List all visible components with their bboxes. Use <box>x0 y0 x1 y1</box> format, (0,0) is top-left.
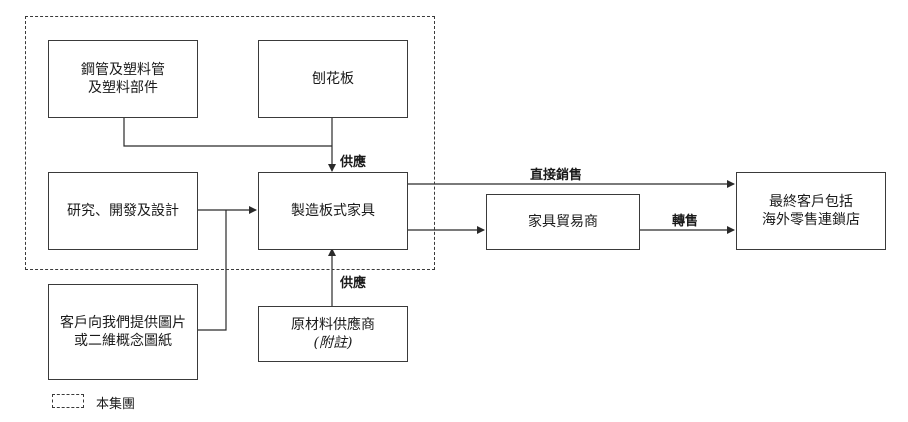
node-particle-board: 刨花板 <box>258 40 408 118</box>
node-supplier-note: (附註) <box>313 335 353 351</box>
edge-label-direct-sales: 直接銷售 <box>530 168 583 183</box>
node-trader-label: 家具貿易商 <box>528 214 598 230</box>
node-rnd-design: 研究、開發及設計 <box>48 172 198 250</box>
edge-label-supply-top: 供應 <box>340 155 367 170</box>
node-customer-line2: 或二維概念圖紙 <box>74 333 172 349</box>
node-rnd-label: 研究、開發及設計 <box>67 203 179 219</box>
node-end-customers-line1: 最終客戶包括 <box>769 194 853 210</box>
node-end-customers-line2: 海外零售連鎖店 <box>762 212 860 228</box>
node-customer-line1: 客戶向我們提供圖片 <box>60 315 186 331</box>
edge-label-supply-bottom: 供應 <box>340 276 367 291</box>
edge-label-resale: 轉售 <box>672 214 699 229</box>
node-steel-line1: 鋼管及塑料管 <box>81 62 165 78</box>
node-particle-board-label: 刨花板 <box>312 71 354 87</box>
node-furniture-trader: 家具貿易商 <box>486 194 640 250</box>
node-customer-drawings: 客戶向我們提供圖片 或二維概念圖紙 <box>48 284 198 380</box>
node-steel-plastic-pipes: 鋼管及塑料管 及塑料部件 <box>48 40 198 118</box>
node-end-customers: 最終客戶包括 海外零售連鎖店 <box>736 172 886 250</box>
legend-label: 本集團 <box>96 397 136 412</box>
legend-dashed-swatch <box>52 394 84 408</box>
connector-steel-to-supply <box>123 118 332 147</box>
node-manufacture-label: 製造板式家具 <box>291 203 375 219</box>
connector-customer-to-rnd-arrow <box>198 210 227 331</box>
node-manufacture-panel-furniture: 製造板式家具 <box>258 172 408 250</box>
node-steel-line2: 及塑料部件 <box>88 80 158 96</box>
node-raw-material-supplier: 原材料供應商 (附註) <box>258 306 408 362</box>
node-supplier-line1: 原材料供應商 <box>291 317 375 333</box>
group-boundary <box>25 16 435 270</box>
